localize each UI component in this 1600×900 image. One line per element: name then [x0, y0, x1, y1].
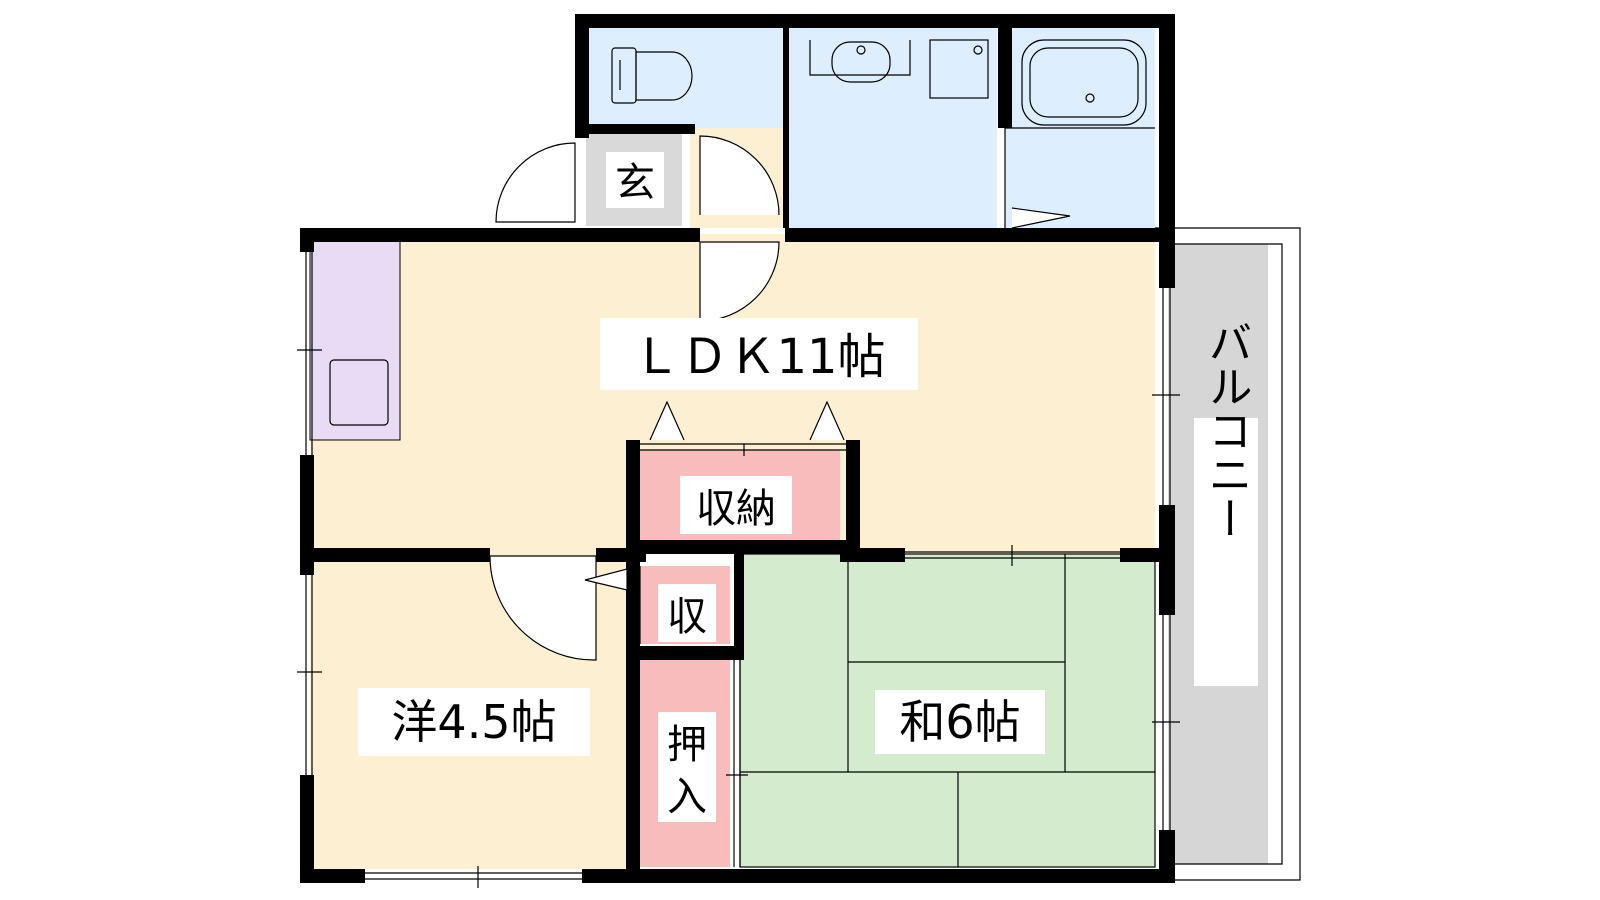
japanese-label: 和6帖	[899, 695, 1020, 749]
fixtures	[329, 39, 1147, 426]
balcony-rail	[1155, 227, 1301, 881]
toilet-floor	[582, 28, 787, 128]
small-storage-label: 収	[667, 594, 707, 640]
entrance-label-bg	[606, 152, 664, 208]
japanese-label-bg	[875, 690, 1045, 754]
bathtub	[1021, 39, 1147, 126]
washroom-floor	[787, 28, 997, 228]
washing-machine	[929, 39, 989, 99]
storage-label: 収納	[696, 486, 776, 532]
balcony-label-bg	[1194, 418, 1258, 686]
walls	[300, 14, 1175, 883]
wash-basin	[809, 40, 911, 83]
windows	[297, 40, 1180, 888]
small-storage-label-bg	[658, 584, 716, 642]
toilet	[611, 47, 693, 104]
entrance-label: 玄	[615, 160, 655, 206]
ldk-label-bg	[600, 318, 918, 390]
ldk-label: ＬＤＫ11帖	[632, 329, 885, 385]
western-label: 洋4.5帖	[391, 695, 556, 749]
door-swings	[489, 135, 1071, 661]
closet-label-2: 入	[667, 774, 707, 820]
stove	[329, 359, 389, 426]
closet-label-bg	[658, 712, 716, 822]
storage-label-bg	[680, 476, 792, 534]
kitchen-counter	[309, 239, 401, 441]
western-label-bg	[358, 688, 590, 756]
closet-label-1: 押	[667, 722, 707, 768]
balcony-label: バルコニー	[1201, 320, 1252, 540]
